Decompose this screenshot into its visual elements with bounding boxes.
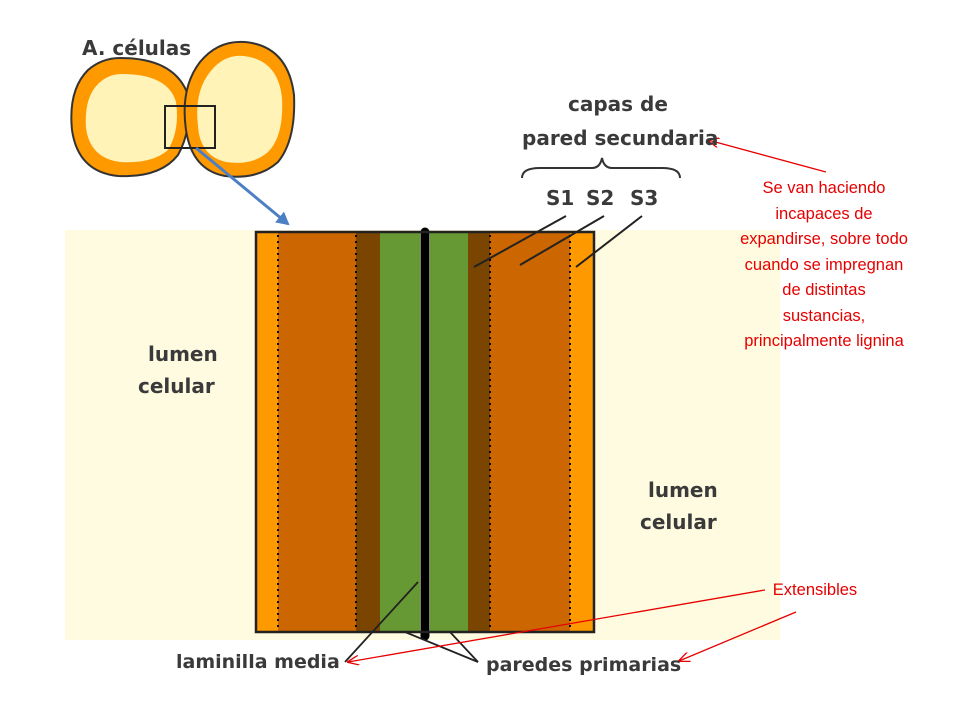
secondary-wall-note: Se van haciendo incapaces de expandirse,…: [740, 179, 908, 350]
s1-pointer: [473, 215, 567, 268]
s3-pointer: [575, 215, 643, 268]
layer-label-s1: S1: [546, 186, 575, 210]
primary-walls-label: paredes primarias: [486, 654, 682, 676]
secondary-wall-label-line2: pared secundaria: [522, 126, 719, 150]
s2-layer-left: [278, 232, 356, 632]
brace: [521, 157, 681, 179]
primary-wall-note: Extensibles: [772, 581, 858, 599]
lumen-right-line1: lumen: [648, 478, 718, 502]
primary-wall-right: [430, 232, 468, 632]
secondary-wall-label-line1: capas de: [568, 92, 668, 116]
s2-layer-right: [490, 232, 570, 632]
cells-illustration: [70, 40, 296, 178]
zoom-box: [164, 105, 216, 149]
primary-wall-left: [380, 232, 420, 632]
lumen-right-line2: celular: [640, 510, 717, 534]
s2-pointer: [519, 215, 605, 266]
cells-title: A. células: [82, 36, 192, 60]
middle-lamella-pointer: [344, 581, 419, 663]
s1-layer-left: [356, 232, 380, 632]
primary-note-arrow-right: [679, 611, 797, 661]
primary-wall-pointer-left: [404, 631, 479, 663]
s3-layer-right: [570, 232, 594, 632]
s1-layer-right: [468, 232, 490, 632]
layer-label-s2: S2: [586, 186, 615, 210]
middle-lamella-label: laminilla media: [176, 651, 340, 673]
layer-label-s3: S3: [630, 186, 659, 210]
lumen-left-line1: lumen: [148, 342, 218, 366]
secondary-note-arrow: [708, 140, 827, 173]
s3-layer-left: [256, 232, 278, 632]
wall-section: [254, 227, 596, 641]
primary-note-arrow-left: [348, 589, 766, 662]
wall-outline: [254, 230, 596, 634]
primary-wall-pointer-right: [449, 631, 479, 663]
lumen-left-line2: celular: [138, 374, 215, 398]
zoom-arrow: [195, 146, 290, 226]
